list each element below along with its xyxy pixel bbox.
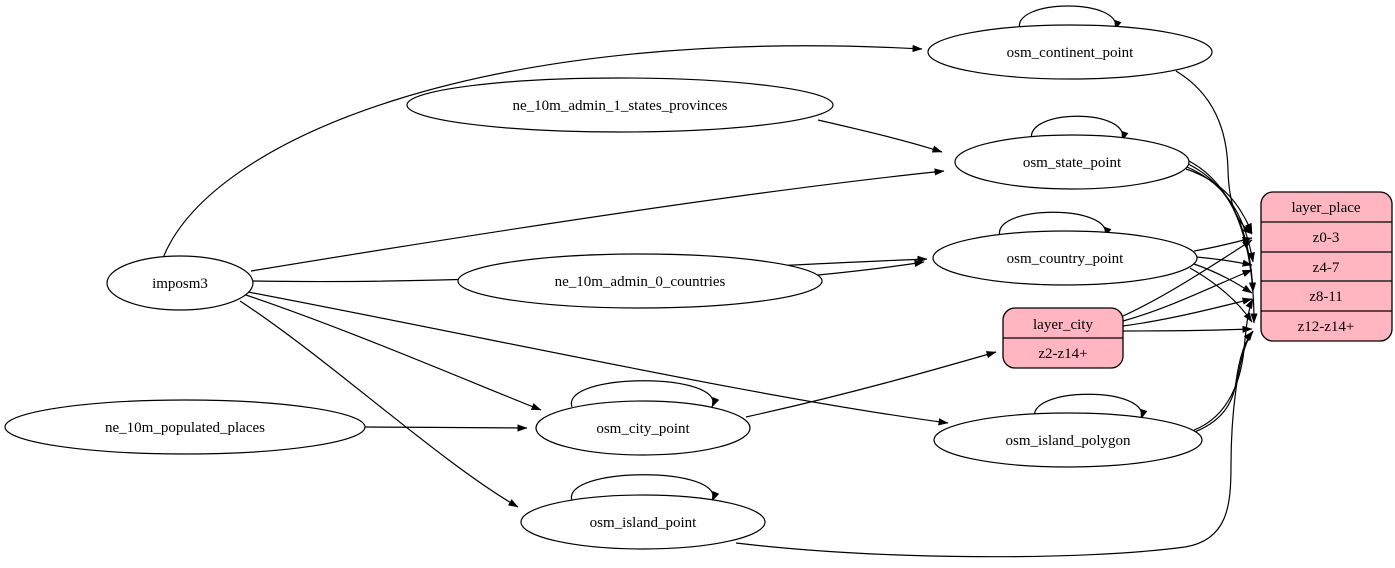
node-osm_island_point-label: osm_island_point	[590, 515, 698, 531]
record-layer_place: layer_place z0-3 z4-7 z8-11 z12-z14+	[1260, 191, 1393, 342]
edge-osm_state_point-layer_place-z4-7	[1186, 166, 1255, 263]
edge-osm_state_point-layer_place-z12-z14	[1188, 160, 1258, 324]
node-osm_island_polygon: osm_island_polygon	[933, 412, 1203, 468]
self-loop-osm_island_point	[571, 474, 720, 502]
node-ne_10m_populated_places-label: ne_10m_populated_places	[105, 420, 265, 436]
edge-ne_10m_admin_0_countries-osm_country_point	[817, 259, 925, 276]
edge-osm_country_point-layer_place-z8-11	[1193, 263, 1253, 294]
self-loop-osm_state_point	[1031, 115, 1129, 142]
node-ne_10m_admin_0_countries-shape	[457, 253, 823, 309]
edge-osm_island_point-layer_place-z12-z14	[735, 330, 1254, 558]
node-imposm3: imposm3	[106, 255, 254, 311]
node-osm_state_point-label: osm_state_point	[1023, 155, 1122, 171]
node-imposm3-label: imposm3	[152, 276, 208, 292]
record-layer_place-row-z8-11: z8-11	[1309, 289, 1343, 305]
node-osm_continent_point: osm_continent_point	[927, 24, 1213, 80]
record-layer_place-row-z4-7: z4-7	[1313, 260, 1340, 276]
edge-osm_island_polygon-layer_place-z12-z14	[1188, 331, 1254, 435]
edge-imposm3-osm_state_point	[250, 168, 945, 272]
node-osm_state_point: osm_state_point	[954, 134, 1190, 190]
edge-osm_country_point-layer_place-z12-z14	[1189, 267, 1253, 323]
node-osm_island_point-shape	[520, 494, 766, 550]
record-layer_place-title: layer_place	[1291, 200, 1360, 216]
node-osm_city_point-shape	[535, 400, 751, 456]
edge-osm_continent_point-layer_place-z0-3	[1175, 70, 1253, 235]
edge-layer	[162, 5, 1258, 558]
node-ne_10m_admin_1_states_provinces-shape	[406, 77, 834, 133]
edge-imposm3-osm_continent_point	[162, 44, 923, 259]
node-osm_continent_point-shape	[927, 24, 1213, 80]
edge-layer_city-layer_place-z0-3	[1122, 239, 1253, 317]
node-osm_city_point: osm_city_point	[535, 400, 751, 456]
self-loop-osm_island_polygon	[1034, 393, 1148, 420]
node-ne_10m_admin_1_states_provinces-label: ne_10m_admin_1_states_provinces	[513, 98, 728, 114]
edge-imposm3-osm_island_polygon	[247, 291, 949, 426]
edge-layer_city-layer_place-z4-7	[1122, 269, 1253, 322]
node-osm_city_point-label: osm_city_point	[596, 421, 690, 437]
node-osm_continent_point-label: osm_continent_point	[1007, 45, 1134, 61]
node-ne_10m_populated_places-shape	[4, 399, 366, 455]
node-ne_10m_admin_1_states_provinces: ne_10m_admin_1_states_provinces	[406, 77, 834, 133]
node-ne_10m_populated_places: ne_10m_populated_places	[4, 399, 366, 455]
node-osm_country_point: osm_country_point	[932, 230, 1198, 286]
node-osm_country_point-label: osm_country_point	[1007, 251, 1124, 267]
record-layer_place-row-z12-z14: z12-z14+	[1298, 319, 1355, 335]
edge-layer_city-layer_place-z8-11	[1122, 297, 1253, 327]
node-osm_state_point-shape	[954, 134, 1190, 190]
node-ne_10m_admin_0_countries: ne_10m_admin_0_countries	[457, 253, 823, 309]
record-layer_place-shape	[1260, 191, 1393, 342]
edge-osm_city_point-layer_city	[745, 351, 997, 418]
node-osm_island_point: osm_island_point	[520, 494, 766, 550]
edge-osm_island_polygon-layer_place-z8-11	[1193, 298, 1254, 431]
record-layer_place-row-z0-3: z0-3	[1313, 230, 1340, 246]
edge-ne_10m_populated_places-osm_city_point	[364, 424, 528, 432]
record-layer_city: layer_city z2-z14+	[1002, 307, 1124, 369]
node-osm_island_polygon-label: osm_island_polygon	[1005, 433, 1131, 449]
node-osm_island_polygon-shape	[933, 412, 1203, 468]
record-layer_city-row-z2-z14: z2-z14+	[1038, 346, 1087, 362]
self-loop-osm_continent_point	[1019, 5, 1122, 31]
node-osm_country_point-shape	[932, 230, 1198, 286]
edge-ne_10m_admin_1_states_provinces-osm_state_point	[817, 119, 943, 153]
edge-osm_country_point-layer_place-z4-7	[1195, 256, 1253, 267]
edge-osm_country_point-layer_place-z0-3	[1193, 236, 1253, 252]
edge-osm_state_point-layer_place-z0-3	[1185, 168, 1253, 234]
self-loop-osm_country_point	[999, 211, 1112, 238]
edge-imposm3-osm_island_point	[239, 300, 519, 508]
edge-layer_city-layer_place-z12-z14	[1122, 325, 1253, 333]
node-imposm3-shape	[106, 255, 254, 311]
record-layer_city-title: layer_city	[1033, 317, 1093, 333]
node-ne_10m_admin_0_countries-label: ne_10m_admin_0_countries	[555, 274, 726, 290]
edge-imposm3-osm_city_point	[242, 293, 542, 411]
self-loop-osm_city_point	[571, 380, 720, 408]
